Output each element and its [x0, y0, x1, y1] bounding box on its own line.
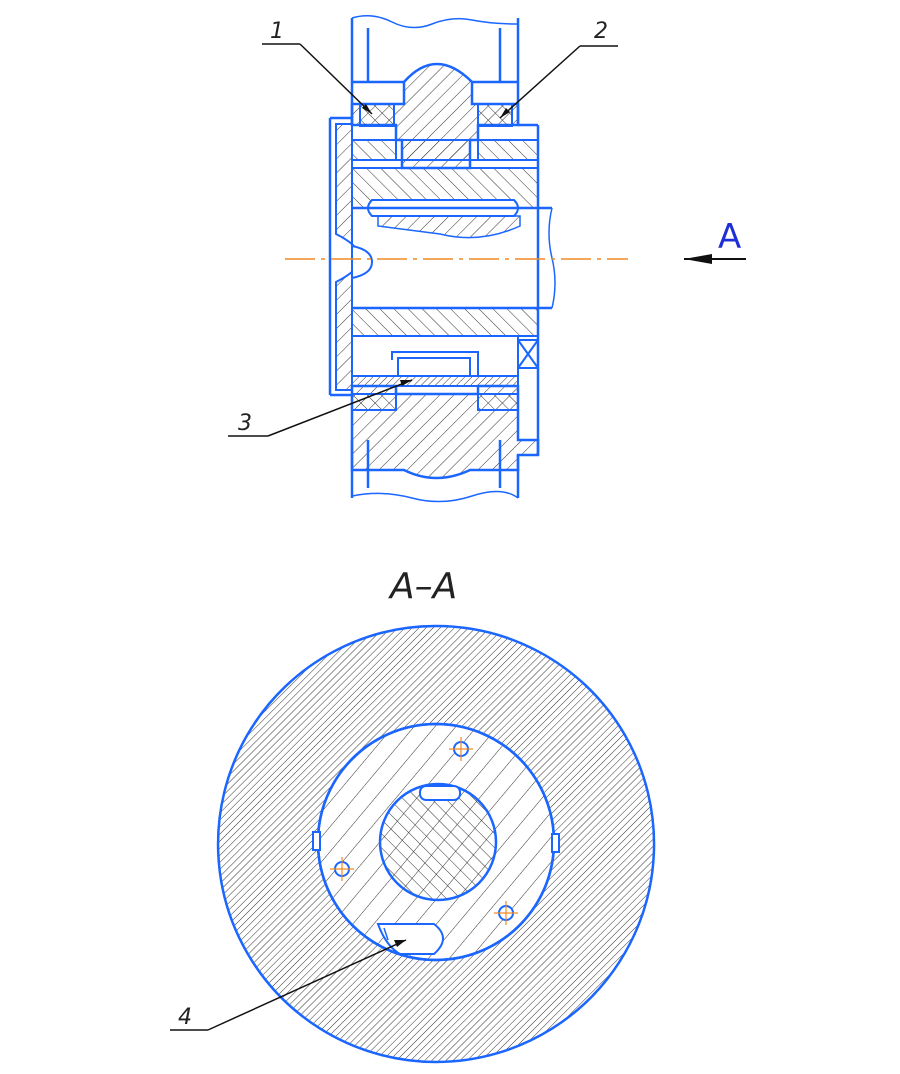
plate-3	[351, 375, 519, 387]
lower-cavity	[351, 335, 539, 377]
callout-1: 1	[262, 19, 373, 115]
callout-1-label: 1	[270, 19, 284, 44]
callout-3-label: 3	[238, 411, 252, 436]
view-letter-a: A	[718, 217, 741, 257]
lower-seal-right	[477, 393, 519, 411]
cross-section-a-a: 4	[170, 624, 656, 1064]
callout-4: 4	[170, 939, 407, 1031]
longitudinal-section: A 1 2 3	[228, 15, 746, 503]
upper-bearing	[351, 139, 539, 161]
shaft-keyway	[419, 785, 461, 801]
center-hole	[351, 244, 374, 280]
bolt-hole-2	[330, 857, 354, 881]
bolt-hole-3	[494, 901, 518, 925]
axle-lower-block	[351, 307, 539, 337]
callout-2-label: 2	[594, 19, 608, 44]
view-arrow-a: A	[684, 217, 746, 264]
lower-seal-left	[351, 393, 397, 411]
shaft-section	[378, 782, 498, 902]
bolt-hole-1	[449, 737, 473, 761]
slot-4-edge	[383, 927, 389, 941]
callout-3: 3	[228, 379, 413, 437]
seal-2	[477, 103, 513, 127]
callout-2: 2	[499, 19, 618, 119]
section-title: A–A	[388, 566, 457, 607]
callout-4-label: 4	[178, 1005, 192, 1030]
hub-notch-right	[551, 833, 560, 853]
hub-notch-left	[312, 831, 321, 851]
axle-lower-hatch	[377, 215, 521, 239]
slot-4	[376, 923, 444, 955]
lower-rail	[350, 440, 520, 503]
